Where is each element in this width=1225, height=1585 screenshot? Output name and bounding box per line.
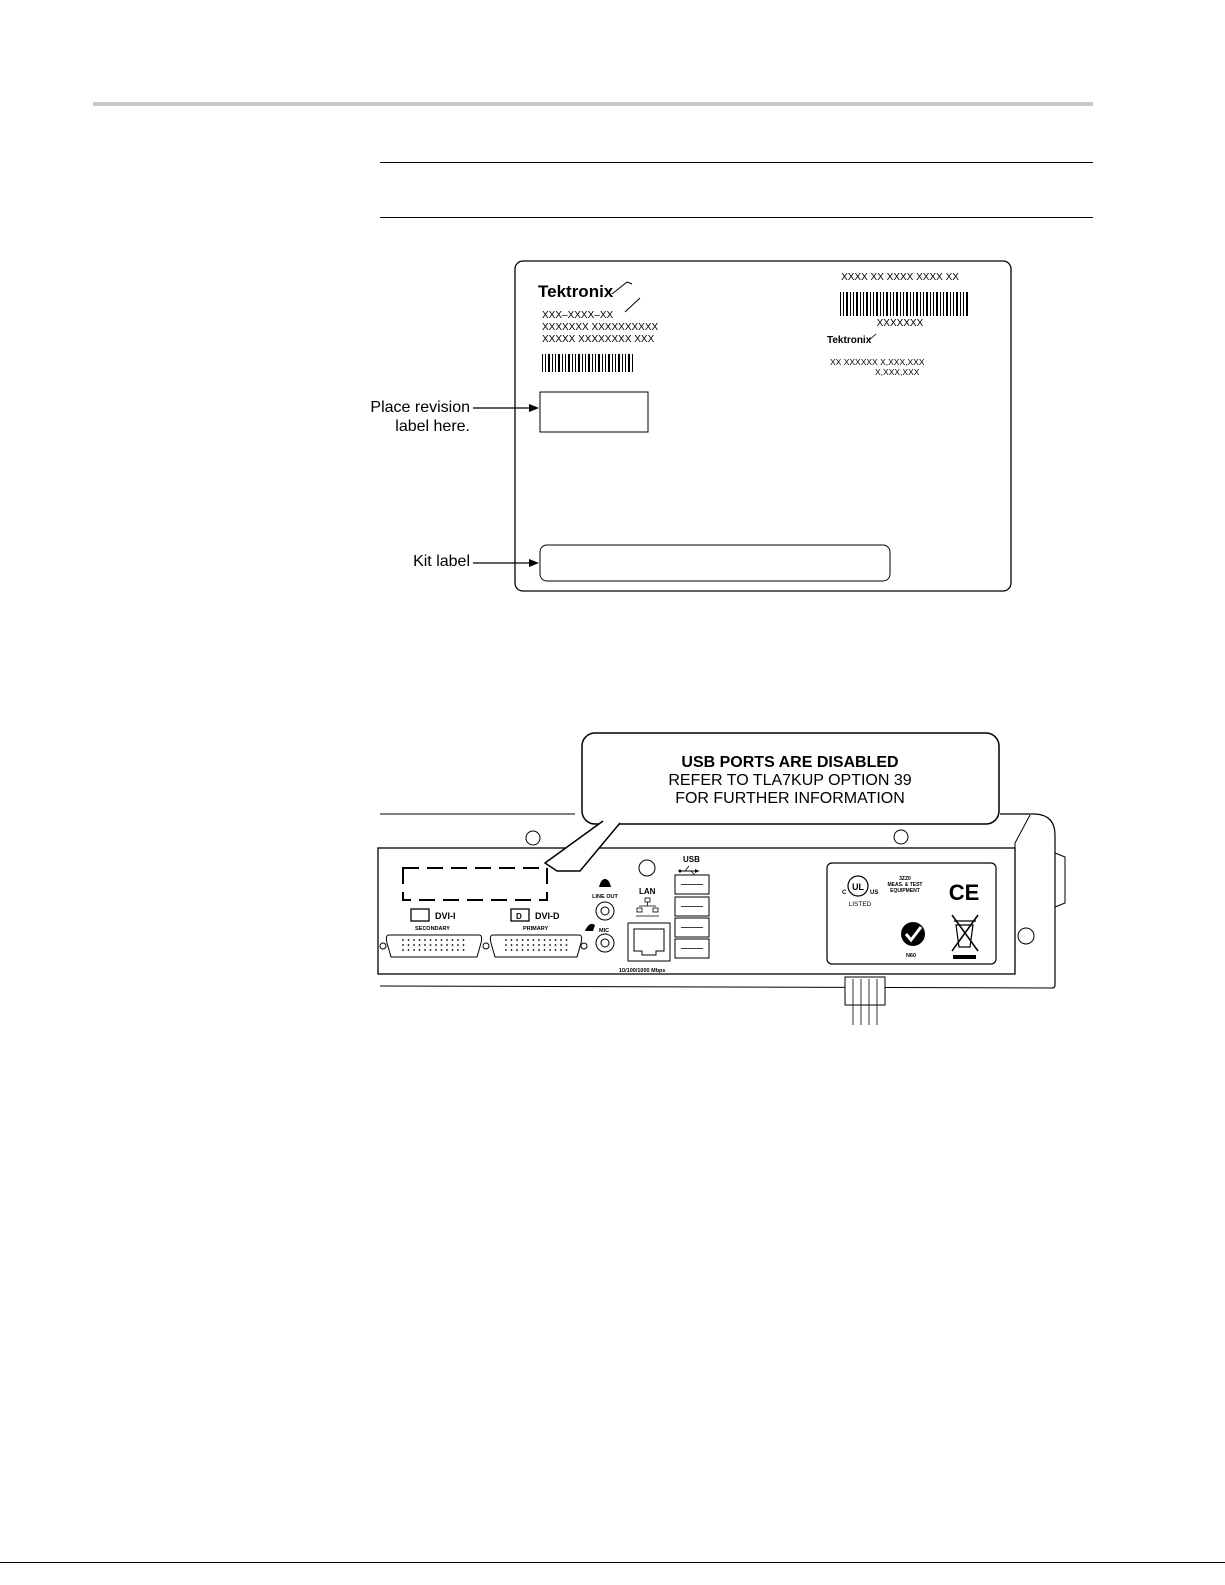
mic-jack-ring (595, 933, 615, 953)
section-rule-top (380, 162, 1093, 163)
ul-mark: UL (852, 882, 864, 892)
barcode-left (542, 354, 633, 372)
sticker-pointer (543, 820, 621, 872)
n60-label: N60 (906, 953, 916, 959)
dvi-i-pins (402, 939, 465, 951)
dvi-i-screw-r (482, 942, 490, 950)
right-header: XXXX XX XXXX XXXX XX (841, 272, 959, 283)
chassis-bottom-edge (379, 985, 1053, 989)
dvi-i-label: DVI-I (435, 911, 456, 921)
logo-swoosh-right (866, 333, 877, 343)
chassis-bezel (1014, 814, 1031, 973)
dvi-i-port (385, 934, 483, 958)
panel-screw-right (893, 829, 909, 845)
right-patent-2: X,XXX,XXX (875, 367, 920, 377)
line-out-label: LINE OUT (592, 894, 618, 900)
cert-box (826, 862, 997, 965)
mic-icon (585, 923, 595, 931)
part-number: XXX–XXXX–XX (542, 310, 613, 321)
cable-connector (844, 976, 886, 1006)
lan-speed: 10/100/1000 Mbps (619, 968, 665, 974)
ul-icon (847, 875, 869, 897)
right-patent-1: XX XXXXXX X,XXX,XXX (830, 357, 925, 367)
logo-swoosh-tip-left (626, 281, 633, 285)
callout-kit: Kit label (413, 553, 470, 570)
sticker-location (402, 867, 548, 901)
lan-label: LAN (639, 887, 656, 896)
n60-icon (901, 922, 925, 946)
section-rule-bottom (380, 217, 1093, 218)
back-panel (377, 847, 1016, 975)
line-out-jack (600, 906, 610, 916)
ce-mark: CE (949, 880, 980, 905)
line-out-jack-ring (595, 901, 615, 921)
sticker-line-2: REFER TO TLA7KUP OPTION 39 (668, 772, 911, 789)
line-out-icon (599, 879, 611, 887)
usb-label: USB (683, 855, 700, 864)
logo-swoosh-left (611, 281, 628, 295)
lan-socket (633, 928, 665, 956)
weee-icon (951, 914, 979, 959)
part-pointer (624, 297, 641, 313)
panel-figure: USB PORTS ARE DISABLED REFER TO TLA7KUP … (375, 725, 1095, 1030)
usb-port-stack (674, 874, 710, 959)
barcode-right (840, 292, 968, 316)
ul-us: US (870, 890, 878, 896)
mic-jack (600, 938, 610, 948)
footer-rule (0, 1562, 1225, 1563)
callout-revision: Place revision label here. (370, 399, 470, 435)
dvi-d-pins (505, 939, 568, 951)
brand-logo-right: Tektronix (827, 335, 872, 346)
brand-logo-left: Tektronix (538, 282, 614, 301)
label-outline (514, 260, 1012, 592)
kit-arrowhead (529, 559, 539, 567)
usb-icon (678, 865, 699, 876)
dvi-i-icon (410, 908, 430, 922)
dvi-i-screw-l (379, 942, 387, 950)
chassis-tab (1054, 852, 1066, 908)
revision-arrowhead (529, 404, 539, 412)
dvi-i-sub: SECONDARY (415, 926, 450, 932)
dvi-d-icon (510, 908, 530, 922)
lan-icon (636, 897, 659, 917)
revision-label-area (539, 391, 649, 433)
right-serial: XXXXXXX (877, 318, 924, 329)
kit-label-area (539, 544, 891, 582)
chassis-right-edge (1000, 813, 1056, 989)
dvi-d-screw-r (580, 942, 588, 950)
panel-screw-left (525, 830, 541, 846)
ul-c: C (842, 890, 847, 896)
dvi-d-port (489, 934, 583, 958)
n60-check (904, 926, 923, 943)
ul-listed: LISTED (849, 901, 872, 908)
label-line-2: XXXXX XXXXXXXX XXX (542, 334, 655, 345)
meas-line-1: MEAS. & TEST (887, 882, 922, 888)
label-line-1: XXXXXXX XXXXXXXXXX (542, 322, 658, 333)
mic-label: MIC (599, 928, 609, 934)
sticker-line-3: FOR FURTHER INFORMATION (675, 790, 905, 807)
ul-code: 3ZZ0 (899, 876, 911, 882)
lan-port (627, 922, 671, 962)
dvi-d-letter: D (516, 912, 522, 921)
dvi-d-label: DVI-D (535, 911, 560, 921)
dvi-d-sub: PRIMARY (523, 926, 548, 932)
header-rule (93, 102, 1093, 106)
label-figure: Tektronix XXX–XXXX–XX XXXXXXX XXXXXXXXXX… (340, 250, 1040, 610)
usb-sticker (581, 732, 1000, 825)
meas-line-2: EQUIPMENT (890, 888, 920, 894)
lan-screw (638, 859, 656, 877)
sticker-line-1: USB PORTS ARE DISABLED (681, 754, 898, 771)
chassis-screw-right (1017, 927, 1035, 945)
